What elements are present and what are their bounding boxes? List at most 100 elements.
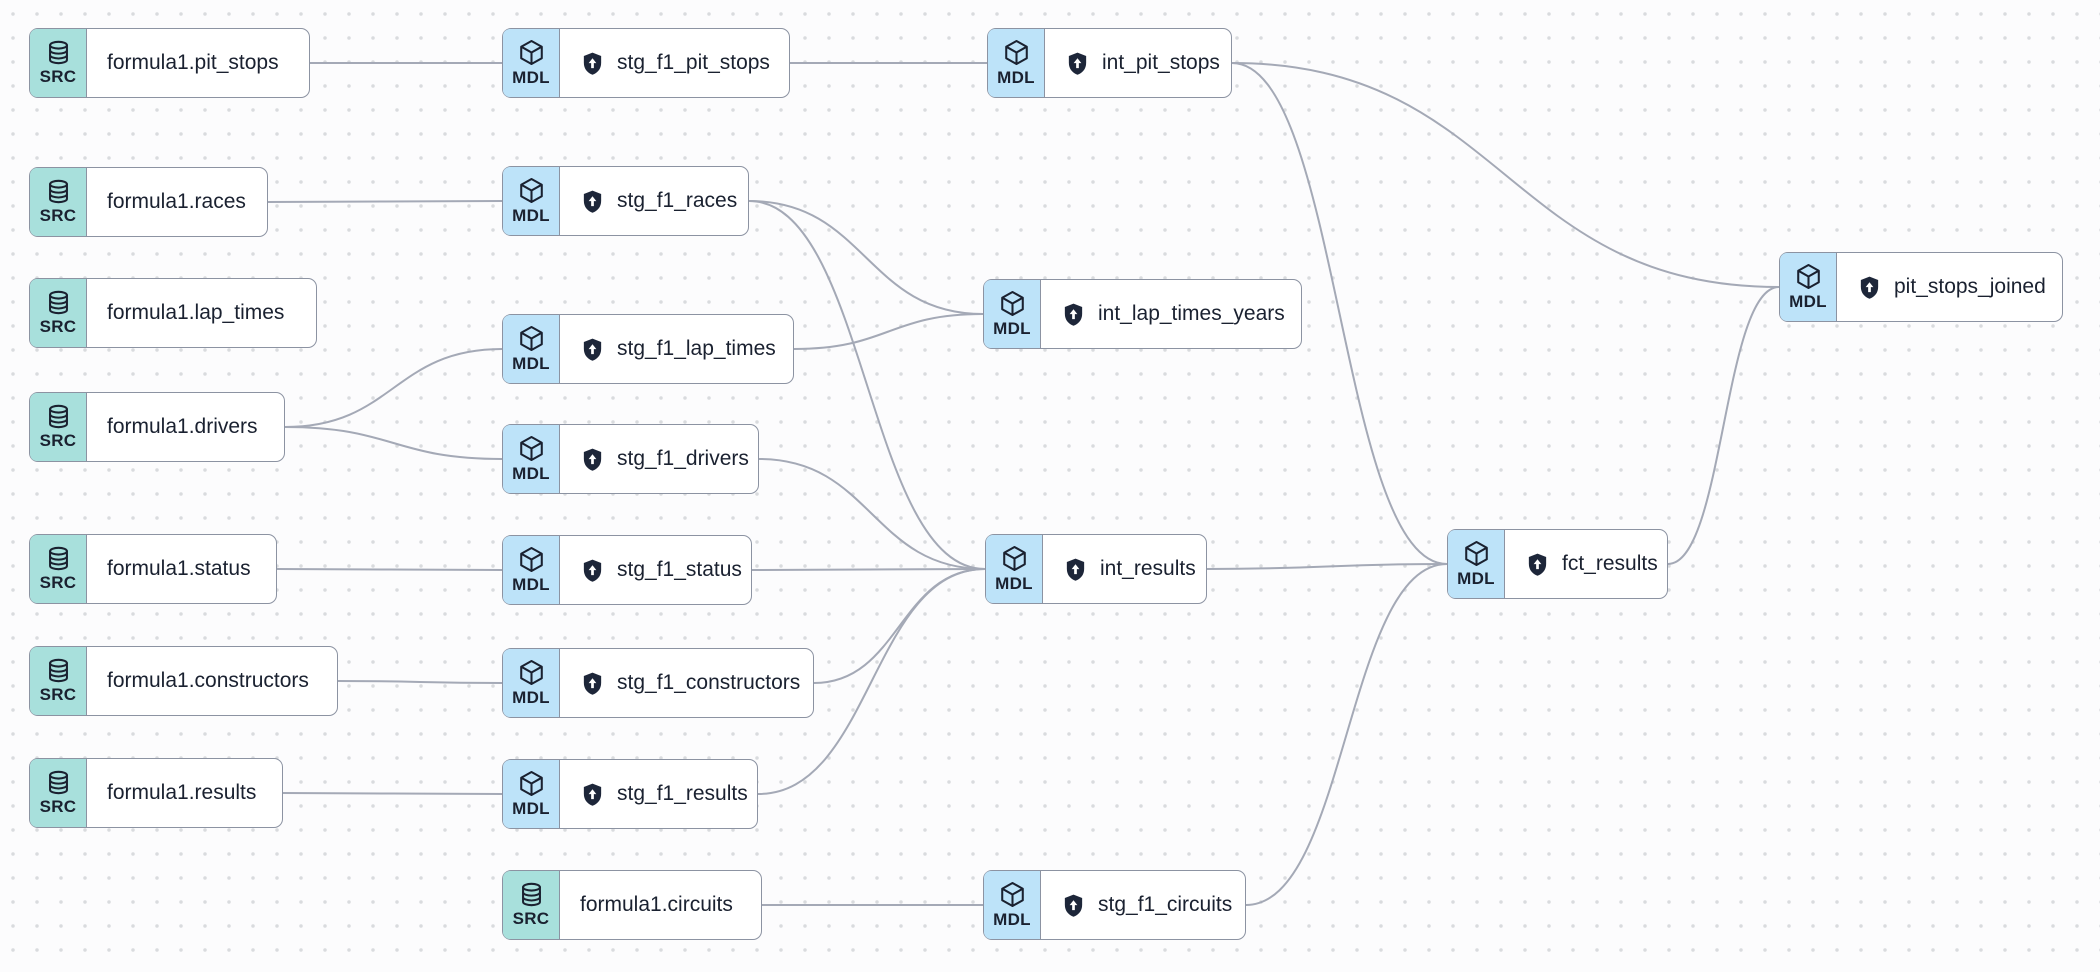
shield-icon	[580, 782, 605, 807]
node-type-badge: MDL	[1448, 530, 1505, 598]
node-type-label: MDL	[993, 319, 1031, 338]
edge-formula1.drivers-to-stg_f1_drivers[interactable]	[284, 426, 503, 460]
node-int_lap_times_years[interactable]: MDL int_lap_times_years	[983, 279, 1302, 349]
shield-icon	[1525, 552, 1550, 577]
edge-formula1.drivers-to-stg_f1_lap_times[interactable]	[284, 348, 503, 428]
node-type-badge: MDL	[503, 536, 560, 604]
node-type-badge: MDL	[984, 280, 1041, 348]
node-type-badge: SRC	[30, 759, 87, 827]
shield-icon	[580, 51, 605, 76]
node-type-label: SRC	[39, 67, 77, 86]
database-icon	[45, 657, 72, 684]
node-type-badge: SRC	[30, 29, 87, 97]
node-stg_f1_races[interactable]: MDL stg_f1_races	[502, 166, 749, 236]
node-stg_f1_status[interactable]: MDL stg_f1_status	[502, 535, 752, 605]
edge-stg_f1_status-to-int_results[interactable]	[751, 568, 986, 571]
edge-stg_f1_drivers-to-int_results[interactable]	[758, 458, 986, 570]
node-stg_f1_lap_times[interactable]: MDL stg_f1_lap_times	[502, 314, 794, 384]
node-stg_f1_results[interactable]: MDL stg_f1_results	[502, 759, 758, 829]
node-name-label: formula1.circuits	[580, 893, 733, 916]
node-stg_f1_pit_stops[interactable]: MDL stg_f1_pit_stops	[502, 28, 790, 98]
node-type-label: MDL	[1789, 292, 1827, 311]
node-type-badge: MDL	[988, 29, 1045, 97]
node-formula1.drivers[interactable]: SRC formula1.drivers	[29, 392, 285, 462]
node-formula1.races[interactable]: SRC formula1.races	[29, 167, 268, 237]
edge-formula1.results-to-stg_f1_results[interactable]	[282, 792, 503, 795]
cube-icon	[1794, 262, 1823, 291]
node-type-badge: MDL	[503, 760, 560, 828]
node-type-label: SRC	[39, 797, 77, 816]
node-name-label: fct_results	[1562, 552, 1658, 575]
node-formula1.results[interactable]: SRC formula1.results	[29, 758, 283, 828]
node-type-badge: SRC	[30, 168, 87, 236]
node-name-label: formula1.lap_times	[107, 301, 285, 324]
node-name-label: stg_f1_constructors	[617, 671, 801, 694]
node-formula1.lap_times[interactable]: SRC formula1.lap_times	[29, 278, 317, 348]
edge-stg_f1_constructors-to-int_results[interactable]	[813, 568, 986, 684]
node-stg_f1_drivers[interactable]: MDL stg_f1_drivers	[502, 424, 759, 494]
edge-int_pit_stops-to-pit_stops_joined[interactable]	[1231, 62, 1780, 288]
node-type-label: MDL	[512, 799, 550, 818]
node-formula1.status[interactable]: SRC formula1.status	[29, 534, 277, 604]
node-type-label: SRC	[39, 317, 77, 336]
edge-stg_f1_races-to-int_lap_times_years[interactable]	[748, 200, 984, 315]
edge-formula1.status-to-stg_f1_status[interactable]	[276, 568, 503, 571]
node-type-label: SRC	[39, 206, 77, 225]
node-name-label: formula1.races	[107, 190, 246, 213]
node-type-label: MDL	[997, 68, 1035, 87]
node-name-label: stg_f1_lap_times	[617, 337, 776, 360]
database-icon	[45, 178, 72, 205]
shield-icon	[1857, 275, 1882, 300]
node-type-badge: MDL	[503, 425, 560, 493]
cube-icon	[1462, 539, 1491, 568]
node-type-label: SRC	[39, 431, 77, 450]
shield-icon	[580, 558, 605, 583]
node-name-label: int_lap_times_years	[1098, 302, 1285, 325]
node-int_results[interactable]: MDL int_results	[985, 534, 1207, 604]
node-type-label: SRC	[39, 685, 77, 704]
node-type-label: SRC	[39, 573, 77, 592]
cube-icon	[517, 769, 546, 798]
node-type-label: MDL	[995, 574, 1033, 593]
node-type-badge: MDL	[503, 29, 560, 97]
node-fct_results[interactable]: MDL fct_results	[1447, 529, 1668, 599]
node-type-badge: SRC	[30, 647, 87, 715]
cube-icon	[517, 176, 546, 205]
node-name-label: int_results	[1100, 557, 1196, 580]
node-name-label: stg_f1_status	[617, 558, 742, 581]
cube-icon	[998, 880, 1027, 909]
node-type-label: MDL	[512, 464, 550, 483]
node-formula1.pit_stops[interactable]: SRC formula1.pit_stops	[29, 28, 310, 98]
shield-icon	[580, 447, 605, 472]
edge-stg_f1_results-to-int_results[interactable]	[757, 568, 986, 795]
node-type-badge: MDL	[986, 535, 1043, 603]
node-pit_stops_joined[interactable]: MDL pit_stops_joined	[1779, 252, 2063, 322]
edge-formula1.constructors-to-stg_f1_constructors[interactable]	[337, 680, 503, 684]
cube-icon	[517, 545, 546, 574]
node-type-badge: SRC	[30, 393, 87, 461]
node-int_pit_stops[interactable]: MDL int_pit_stops	[987, 28, 1232, 98]
node-type-badge: MDL	[503, 649, 560, 717]
node-stg_f1_constructors[interactable]: MDL stg_f1_constructors	[502, 648, 814, 718]
cube-icon	[998, 289, 1027, 318]
node-name-label: formula1.results	[107, 781, 257, 804]
edge-fct_results-to-pit_stops_joined[interactable]	[1667, 286, 1780, 565]
node-stg_f1_circuits[interactable]: MDL stg_f1_circuits	[983, 870, 1246, 940]
node-name-label: stg_f1_results	[617, 782, 748, 805]
node-formula1.constructors[interactable]: SRC formula1.constructors	[29, 646, 338, 716]
edge-formula1.races-to-stg_f1_races[interactable]	[267, 200, 503, 203]
edge-int_pit_stops-to-fct_results[interactable]	[1231, 62, 1448, 565]
edge-stg_f1_races-to-int_results[interactable]	[748, 200, 986, 570]
edge-int_results-to-fct_results[interactable]	[1206, 563, 1448, 570]
node-type-label: SRC	[512, 909, 550, 928]
node-type-label: MDL	[993, 910, 1031, 929]
edge-stg_f1_lap_times-to-int_lap_times_years[interactable]	[793, 313, 984, 350]
node-type-badge: MDL	[1780, 253, 1837, 321]
node-formula1.circuits[interactable]: SRC formula1.circuits	[502, 870, 762, 940]
node-name-label: stg_f1_drivers	[617, 447, 749, 470]
node-name-label: stg_f1_pit_stops	[617, 51, 770, 74]
edge-stg_f1_circuits-to-fct_results[interactable]	[1245, 563, 1448, 906]
database-icon	[45, 403, 72, 430]
node-name-label: stg_f1_circuits	[1098, 893, 1233, 916]
